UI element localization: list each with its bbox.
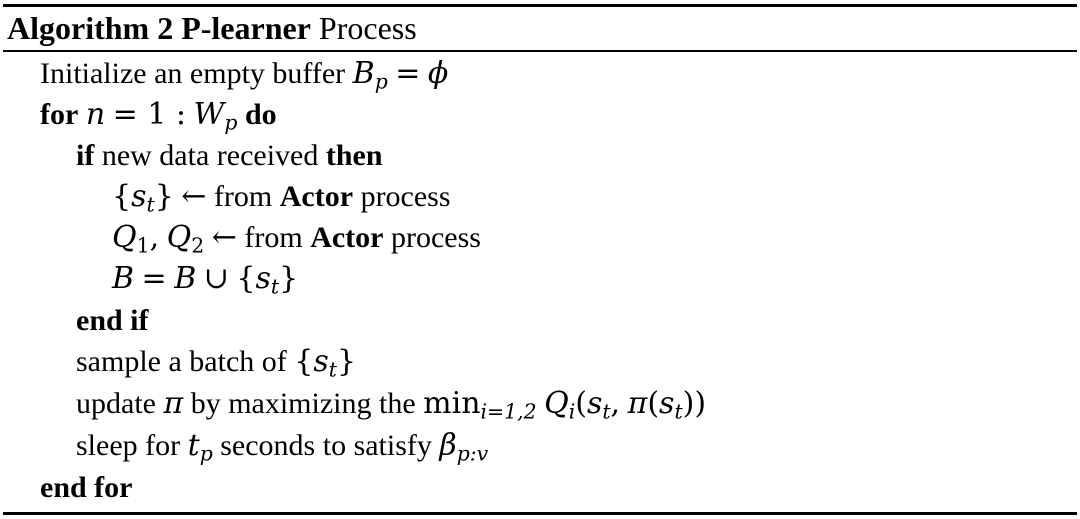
math-subscript: i — [568, 399, 576, 424]
math-range: = 1 : — [112, 97, 187, 132]
bottom-rule — [3, 512, 1077, 515]
math-comma: , — [610, 386, 621, 421]
algorithm-line-8: sample a batch of {st} — [76, 341, 356, 382]
math-comma: , — [149, 220, 160, 255]
math-var-s: s — [313, 344, 329, 379]
math-subscript: p — [199, 441, 213, 466]
math-equals: = — [141, 261, 167, 296]
math-subscript: t — [602, 399, 611, 424]
line-text: from — [213, 180, 273, 213]
math-union: ∪ — [203, 261, 229, 296]
math-paren-open: ( — [575, 386, 587, 421]
actor-label: Actor — [310, 221, 384, 254]
math-var-s: s — [659, 386, 675, 421]
line-text: new data received — [101, 139, 319, 172]
keyword-for: for — [40, 98, 79, 131]
math-var-beta: β — [439, 428, 457, 463]
actor-label: Actor — [279, 180, 354, 213]
math-paren-close: )) — [682, 386, 707, 421]
algorithm-line-10: sleep for tp seconds to satisfy βp:v — [76, 425, 488, 466]
keyword-if: if — [76, 139, 95, 172]
math-var-Q: Q — [166, 220, 192, 255]
math-var-pi: π — [163, 386, 184, 421]
math-min: min — [423, 386, 481, 421]
caption-rule — [3, 50, 1077, 52]
math-var-s: s — [131, 179, 147, 214]
keyword-end-if: end if — [76, 304, 149, 337]
algorithm-caption-rest: Process — [318, 10, 417, 46]
math-equals: = — [395, 56, 421, 91]
line-text: update — [76, 387, 156, 420]
math-var-W: W — [193, 97, 225, 132]
math-brace-open: { — [294, 344, 314, 379]
math-var-n: n — [85, 97, 106, 132]
math-var-B: B — [112, 261, 135, 296]
math-left-arrow: ← — [181, 179, 207, 214]
algorithm-line-2: for n = 1 : Wp do — [40, 94, 277, 135]
math-brace-close: } — [154, 179, 174, 214]
math-subscript: t — [674, 399, 683, 424]
math-var-t: t — [187, 428, 200, 463]
algorithm-caption: Algorithm 2 P-learner Process — [7, 7, 417, 50]
keyword-do: do — [244, 98, 277, 131]
top-rule — [3, 4, 1077, 7]
math-var-pi: π — [627, 386, 648, 421]
math-subscript: 2 — [191, 233, 205, 258]
algorithm-name: P-learner — [181, 10, 311, 46]
math-subscript: p — [224, 110, 238, 135]
math-brace-close: } — [279, 261, 299, 296]
line-text: Initialize an empty buffer — [40, 57, 346, 90]
math-subscript: p:v — [456, 441, 489, 466]
algorithm-line-1: Initialize an empty buffer Bp = ϕ — [40, 53, 448, 94]
math-var-Q: Q — [112, 220, 137, 255]
math-subscript: 1 — [136, 233, 150, 258]
math-var-B: B — [174, 261, 197, 296]
math-paren-open: ( — [647, 386, 660, 421]
math-var-Q: Q — [544, 386, 569, 421]
line-text: by maximizing the — [190, 387, 416, 420]
algorithm-line-7: end if — [76, 300, 149, 341]
algorithm-line-9: update π by maximizing the mini=1,2 Qi(s… — [76, 383, 706, 424]
math-brace-close: } — [336, 344, 357, 379]
math-var-s: s — [255, 261, 271, 296]
math-left-arrow: ← — [211, 220, 237, 255]
math-subscript: t — [270, 274, 280, 299]
keyword-end-for: end for — [40, 471, 133, 504]
math-phi: ϕ — [427, 56, 449, 91]
line-text: seconds to satisfy — [220, 429, 432, 462]
line-text: process — [391, 221, 481, 254]
algorithm-line-4: {st} ← from Actor process — [112, 176, 451, 217]
line-text: sample a batch of — [76, 345, 287, 378]
algorithm-line-11: end for — [40, 467, 133, 508]
math-brace-open: { — [112, 179, 132, 214]
algorithm-label: Algorithm 2 — [7, 10, 174, 46]
math-subscript: t — [328, 357, 337, 382]
math-brace-open: { — [236, 261, 256, 296]
line-text: from — [244, 221, 303, 254]
algorithm-line-5: Q1, Q2 ← from Actor process — [112, 217, 481, 258]
line-text: sleep for — [76, 429, 181, 462]
keyword-then: then — [325, 139, 383, 172]
math-subscript: p — [374, 69, 388, 94]
math-subscript: t — [146, 192, 155, 217]
algorithm-line-3: if new data received then — [76, 135, 383, 176]
line-text: process — [360, 180, 451, 213]
math-var-s: s — [586, 386, 603, 421]
math-var-B: B — [352, 56, 375, 91]
math-subscript: i=1,2 — [480, 399, 537, 424]
algorithm-line-6: B = B ∪ {st} — [112, 258, 298, 299]
